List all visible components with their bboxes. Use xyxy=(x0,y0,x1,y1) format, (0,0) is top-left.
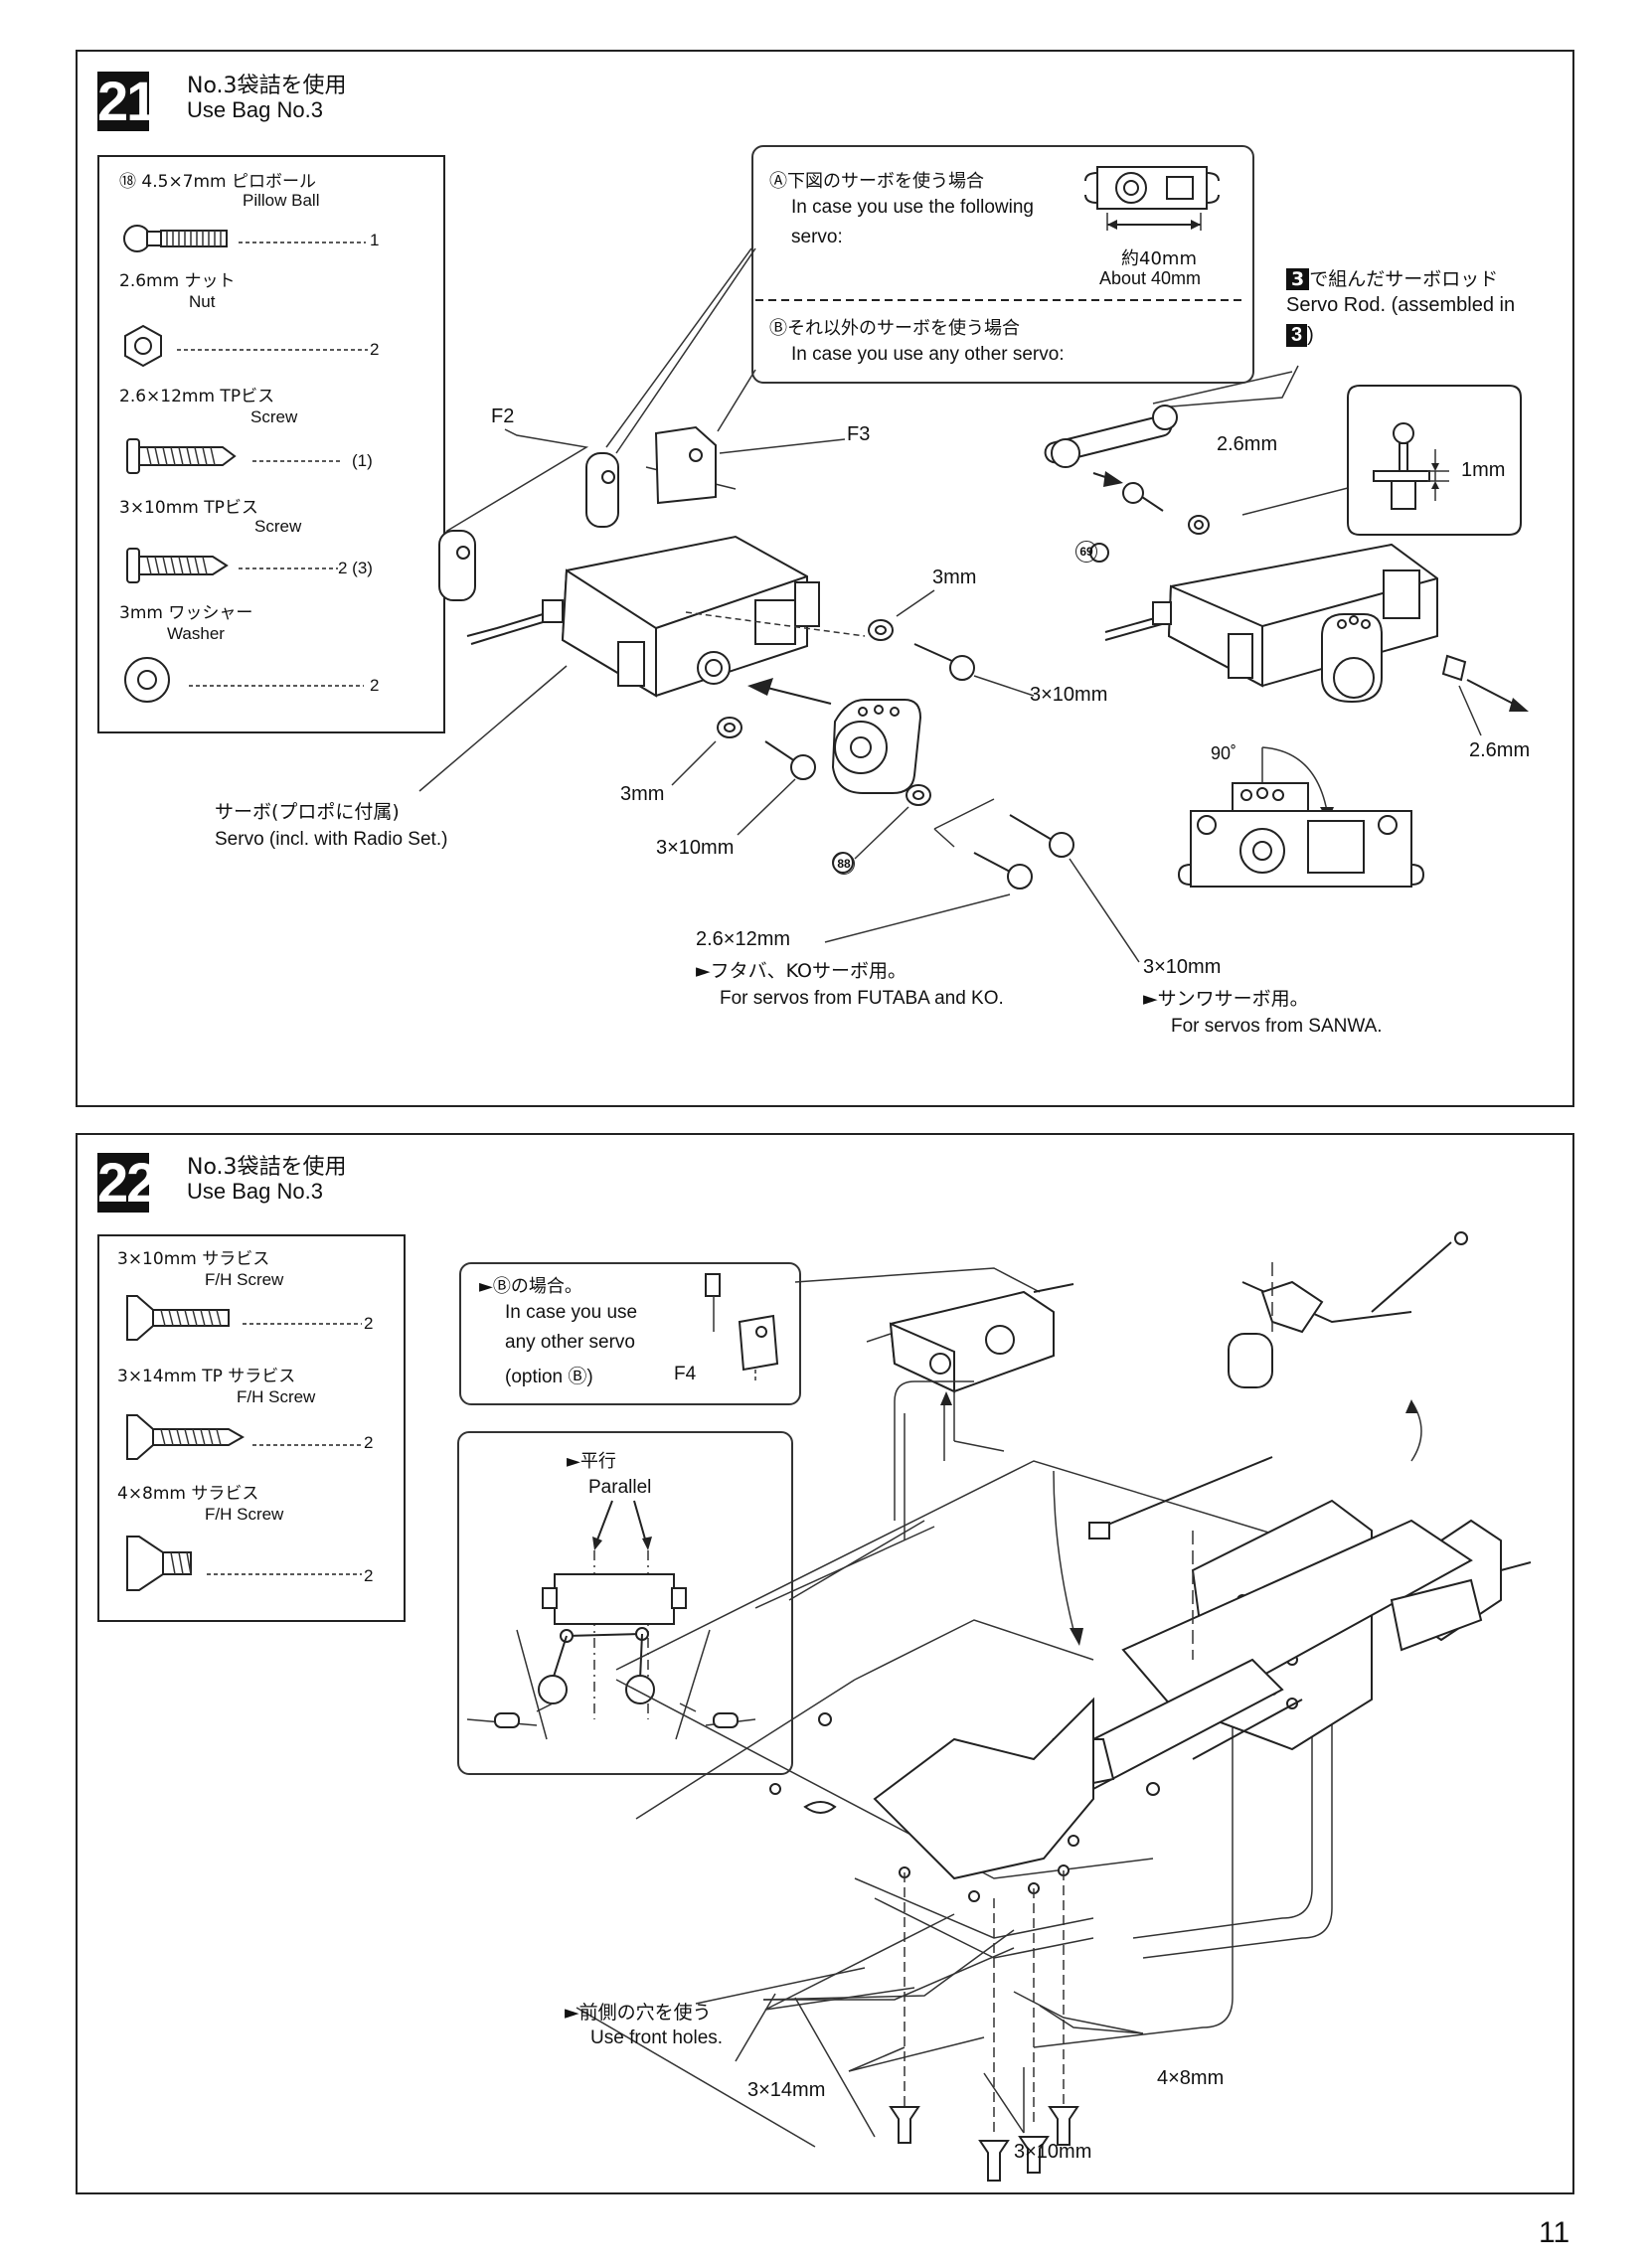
option-b-title: ►Ⓑの場合。 xyxy=(479,1276,582,1297)
part-screw-26x12-label: 2.6×12mm TPビス xyxy=(119,387,275,406)
fh-screw-icon xyxy=(126,1536,362,1591)
ref-88-badge: 88 xyxy=(833,853,855,875)
option-a-jp: Ⓐ下図のサーボを使う場合 xyxy=(769,171,984,192)
label-futaba-jp: ►フタバ、KOサーボ用。 xyxy=(696,960,906,982)
label-26mm-right: 2.6mm xyxy=(1469,739,1531,761)
step-22-number: 22 xyxy=(97,1151,157,1214)
step-22-bag-en: Use Bag No.3 xyxy=(187,1179,323,1204)
parallel-jp: ►平行 xyxy=(567,1451,616,1472)
step-21-parts-box xyxy=(97,155,445,733)
servo-rod-close: ) xyxy=(1307,324,1314,346)
label-sanwa-jp: ►サンワサーボ用。 xyxy=(1143,988,1309,1010)
part-fh-3x10-en: F/H Screw xyxy=(205,1270,284,1289)
ref-88-marker: 88 xyxy=(833,853,855,875)
step-22-chassis-diagram xyxy=(466,1231,1532,2182)
option-b-line-1: In case you use xyxy=(505,1302,638,1323)
step-22-bag-jp: No.3袋詰を使用 xyxy=(187,1155,347,1180)
part-fh-3x14-label: 3×14mm TP サラビス xyxy=(117,1367,296,1386)
label-3x10-bottom: 3×10mm xyxy=(656,837,735,859)
step-ref-3-badge: 3 xyxy=(1286,268,1310,290)
ref-69-badge: 69 xyxy=(1075,541,1097,563)
label-f4: F4 xyxy=(674,1364,697,1384)
step-22-panel xyxy=(76,1133,1574,2194)
front-holes-jp: ►前側の穴を使う xyxy=(565,2002,712,2024)
step-ref-3-badge-2: 3 xyxy=(1286,324,1308,347)
part-pillow-ball-label: ⑱ 4.5×7mm ピロボール xyxy=(119,172,317,192)
option-a-en-2: servo: xyxy=(791,227,843,247)
part-screw-26x12-en: Screw xyxy=(250,407,298,426)
label-3x10mm: 3×10mm xyxy=(1014,2141,1092,2163)
part-fh-3x14-en: F/H Screw xyxy=(237,1387,316,1406)
part-fh-3x14-qty: 2 xyxy=(364,1433,374,1452)
part-washer-en: Washer xyxy=(167,624,225,643)
step-21-number: 21 xyxy=(97,70,157,132)
part-fh-3x10-qty: 2 xyxy=(364,1314,374,1333)
part-screw-26x12-qty: (1) xyxy=(352,451,373,470)
callout-divider xyxy=(755,299,1246,301)
label-futaba-en: For servos from FUTABA and KO. xyxy=(720,988,1004,1009)
label-4x8mm: 4×8mm xyxy=(1157,2067,1225,2089)
label-servo-en: Servo (incl. with Radio Set.) xyxy=(215,829,448,850)
option-a-en-1: In case you use the following xyxy=(791,197,1034,218)
fh-screw-icon xyxy=(126,1295,362,1341)
option-b-jp: Ⓑそれ以外のサーボを使う場合 xyxy=(769,318,1020,339)
page-number: 11 xyxy=(1539,2216,1570,2249)
label-1mm: 1mm xyxy=(1461,459,1506,481)
part-nut-en: Nut xyxy=(189,292,216,311)
part-fh-3x10-label: 3×10mm サラビス xyxy=(117,1249,270,1269)
servo-dim-en: About 40mm xyxy=(1099,268,1202,288)
part-nut-qty: 2 xyxy=(370,340,380,359)
ref-69-marker: 69 xyxy=(1075,541,1097,563)
tp-screw-icon xyxy=(126,548,338,583)
label-26mm-top: 2.6mm xyxy=(1217,433,1278,455)
front-holes-en: Use front holes. xyxy=(590,2027,724,2048)
step-21-bag-jp: No.3袋詰を使用 xyxy=(187,74,347,98)
part-screw-3x10-qty: 2 (3) xyxy=(338,559,373,577)
parallel-en: Parallel xyxy=(588,1477,652,1498)
step-22-parts-box xyxy=(97,1234,406,1622)
label-90-degrees: 90˚ xyxy=(1211,743,1237,763)
label-3x10-right: 3×10mm xyxy=(1030,684,1108,706)
option-b-en: In case you use any other servo: xyxy=(791,344,1065,365)
step-21-bag-en: Use Bag No.3 xyxy=(187,97,323,122)
part-fh-4x8-label: 4×8mm サラビス xyxy=(117,1484,259,1504)
fh-tp-screw-icon xyxy=(126,1414,362,1460)
label-f3: F3 xyxy=(847,423,871,445)
part-pillow-ball-en: Pillow Ball xyxy=(243,191,320,210)
servo-top-view-icon xyxy=(1084,166,1220,231)
servo-dim-jp: 約40mm xyxy=(1121,248,1197,269)
part-screw-3x10-en: Screw xyxy=(254,517,302,536)
part-washer-label: 3mm ワッシャー xyxy=(119,603,253,623)
label-f2: F2 xyxy=(491,405,515,427)
label-sanwa-en: For servos from SANWA. xyxy=(1171,1016,1383,1037)
part-fh-4x8-qty: 2 xyxy=(364,1566,374,1585)
part-screw-3x10-label: 3×10mm TPビス xyxy=(119,498,258,518)
label-3x14mm: 3×14mm xyxy=(747,2079,826,2101)
part-fh-4x8-en: F/H Screw xyxy=(205,1505,284,1524)
label-26x12: 2.6×12mm xyxy=(696,928,791,950)
washer-icon xyxy=(124,657,364,703)
pillow-ball-icon xyxy=(123,225,366,252)
option-b-line-3: (option Ⓑ) xyxy=(505,1367,593,1387)
tp-screw-icon xyxy=(126,438,342,474)
part-pillow-ball-qty: 1 xyxy=(370,231,380,249)
label-3x10-sanwa: 3×10mm xyxy=(1143,956,1222,978)
part-nut-label: 2.6mm ナット xyxy=(119,271,236,291)
nut-icon xyxy=(124,324,368,368)
servo-rod-en: Servo Rod. (assembled in xyxy=(1286,294,1516,316)
label-3mm-washer-bottom: 3mm xyxy=(620,783,665,805)
label-3mm-washer-top: 3mm xyxy=(932,567,977,588)
servo-rod-ref-line: 3) xyxy=(1286,324,1314,347)
servo-rod-jp-text: で組んだサーボロッド xyxy=(1309,268,1499,290)
f4-mount-icon xyxy=(705,1273,779,1383)
part-washer-qty: 2 xyxy=(370,676,380,695)
label-servo-jp: サーボ(プロポに付属) xyxy=(215,801,400,823)
option-b-line-2: any other servo xyxy=(505,1332,635,1353)
